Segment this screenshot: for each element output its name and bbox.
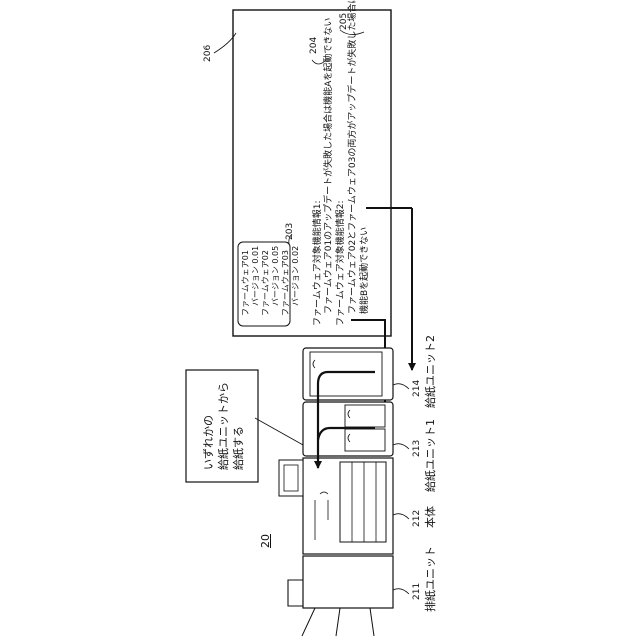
firmware-version-01: バージョン 0.01	[252, 246, 260, 306]
firmware-name-02: ファームウェア02	[262, 250, 270, 316]
unit-label-213: 給紙ユニット1	[425, 419, 436, 492]
info-line-1: ファームウェア対象機能情報1:	[314, 201, 323, 327]
unit-ref-212: 212	[413, 510, 422, 527]
firmware-version-02: バージョン 0.05	[272, 246, 280, 306]
unit-label-212: 本体	[425, 506, 436, 528]
firmware-name-03: ファームウェア03	[282, 250, 290, 316]
info-ref-204: 204	[310, 37, 319, 54]
callout-line-3: 給紙する	[233, 426, 244, 470]
unit-ref-213: 213	[413, 440, 422, 457]
callout-line-2: 給紙ユニットから	[218, 382, 229, 470]
info-line-2: ファームウェア01のアップデートが失敗した場合は機能Aを起動できない	[325, 18, 334, 314]
callout-line-1: いずれかの	[203, 415, 214, 470]
firmware-ref-203: 203	[286, 223, 295, 240]
firmware-name-01: ファームウェア01	[242, 250, 250, 316]
figure-number: 20	[260, 534, 271, 548]
firmware-version-03: バージョン 0.02	[292, 246, 300, 306]
unit-ref-214: 214	[413, 380, 422, 397]
info-line-3: ファームウェア対象機能情報2:	[337, 201, 346, 327]
info-line-5: 機能Bを起動できない	[361, 227, 370, 314]
unit-label-211: 排紙ユニット	[425, 546, 436, 612]
info-line-4: ファームウェア02とファームウェア03の両方がアップデートが失敗した場合は	[349, 0, 358, 314]
panel-ref-206: 206	[204, 45, 213, 62]
unit-ref-211: 211	[413, 583, 422, 600]
unit-label-214: 給紙ユニット2	[425, 335, 436, 408]
